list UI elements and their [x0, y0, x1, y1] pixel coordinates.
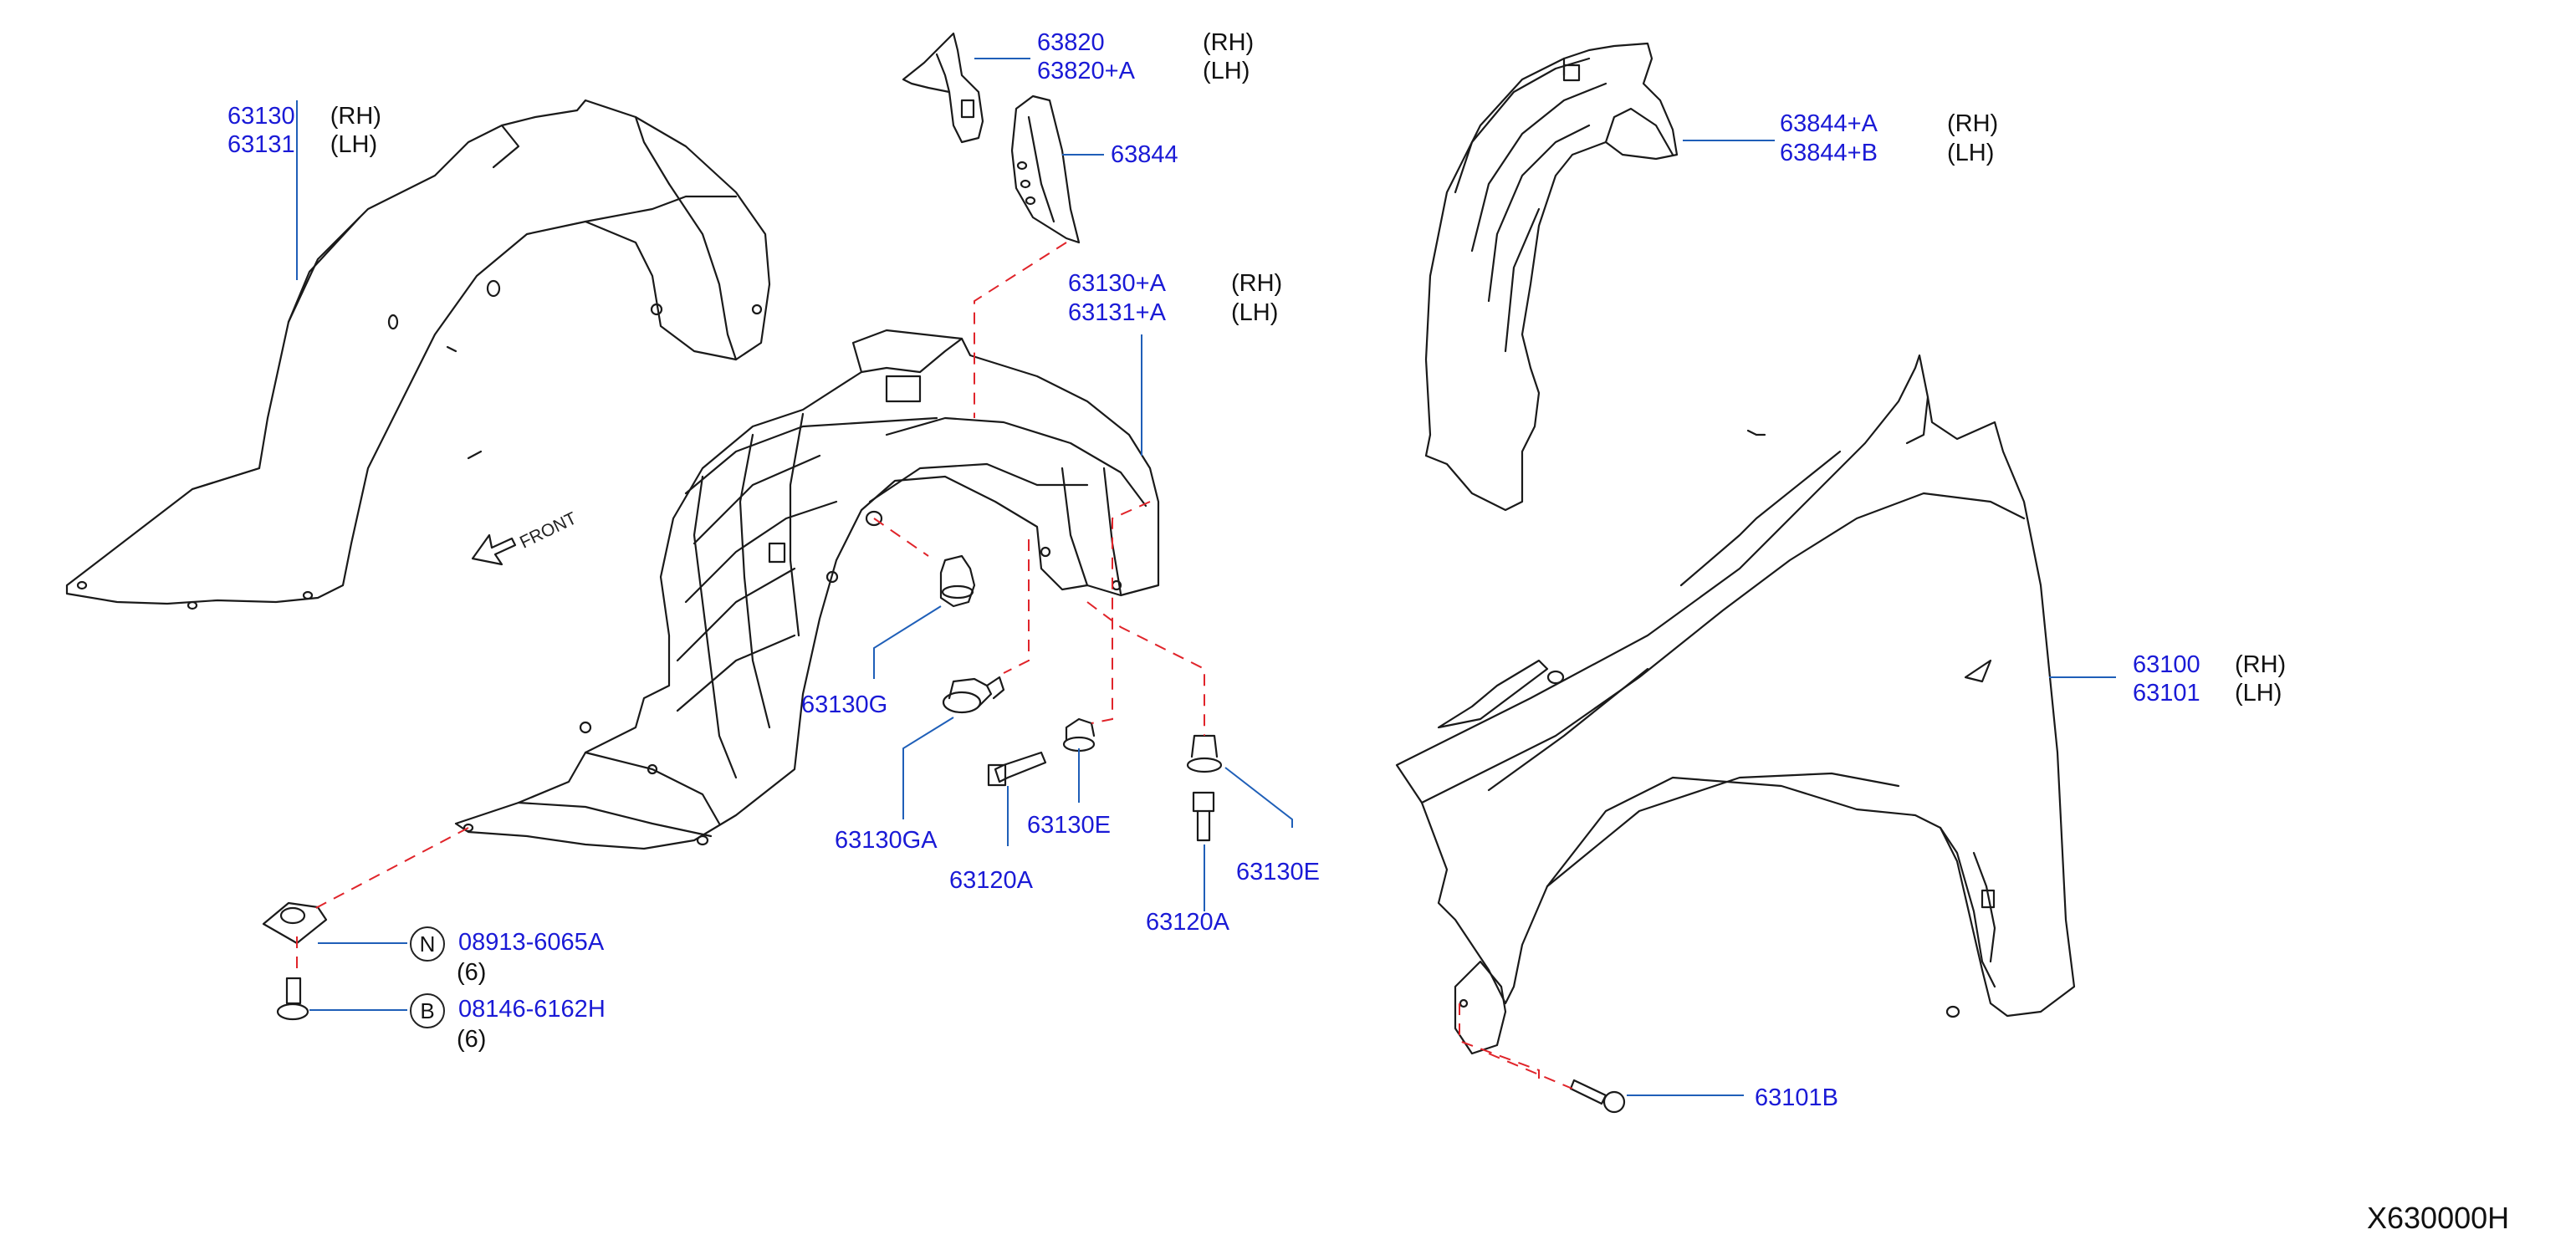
side-label-63131a: (LH)	[1231, 299, 1279, 326]
callout-63100: 63100	[2133, 651, 2200, 679]
part-number: 63130+A	[1068, 270, 1166, 297]
part-number: 63844+B	[1780, 140, 1878, 166]
badge-n-icon: N	[410, 926, 445, 962]
screw-63120a-right	[1192, 791, 1215, 842]
part-number: 63820+A	[1037, 58, 1135, 84]
callout-63820a: 63820+A	[1037, 57, 1135, 85]
phantom-lines	[296, 242, 1573, 1089]
fastener-qty-b: (6)	[457, 1026, 487, 1053]
side-label-63101: (LH)	[2235, 680, 2282, 707]
callout-63120a-right: 63120A	[1146, 908, 1229, 936]
fender-liner-center	[454, 329, 1160, 850]
callout-63130ga: 63130GA	[835, 826, 938, 855]
part-number: 63120A	[1146, 909, 1229, 936]
side-label-63820: (RH)	[1203, 29, 1255, 56]
fastener-qty-n: (6)	[457, 959, 487, 986]
part-number: 63101	[2133, 680, 2200, 707]
clip-63130e-right	[1186, 734, 1223, 773]
part-number: 63130G	[801, 691, 888, 718]
clip-nut-n	[262, 901, 328, 945]
callout-63130a: 63130+A	[1068, 269, 1166, 298]
callout-63131a: 63131+A	[1068, 298, 1166, 327]
diagram-reference: X630000H	[2367, 1201, 2510, 1235]
callout-63844a: 63844+A	[1780, 110, 1878, 138]
part-number: 63130GA	[835, 827, 938, 854]
bracket-63820	[902, 32, 984, 144]
fender-protector-right	[1424, 42, 1679, 512]
part-number: 63120A	[949, 867, 1033, 894]
side-label-63130a: (RH)	[1231, 270, 1283, 297]
callout-63130: 63130 (RH)	[227, 102, 381, 130]
seal-63844	[1010, 94, 1081, 244]
side-label-63844a: (RH)	[1947, 110, 1999, 137]
fastener-part-number-b: 08146-6162H	[458, 996, 606, 1023]
part-number: 63130E	[1236, 859, 1320, 885]
callout-63120a-left: 63120A	[949, 866, 1033, 895]
clip-63130g	[939, 554, 976, 608]
callout-63130e-right: 63130E	[1236, 858, 1320, 886]
front-arrow	[471, 533, 517, 566]
part-number: 63130	[227, 103, 295, 130]
front-fender	[1395, 354, 2076, 1055]
callout-63101: 63101	[2133, 679, 2200, 707]
callout-63131: 63131 (LH)	[227, 130, 377, 159]
part-number: 63100	[2133, 651, 2200, 678]
clip-63130e-left	[1062, 717, 1096, 753]
part-number: 63130E	[1027, 812, 1111, 839]
callout-63101b: 63101B	[1755, 1084, 1838, 1112]
badge-b-icon: B	[410, 993, 445, 1028]
screw-63120a-left	[987, 751, 1047, 787]
callout-63844b: 63844+B	[1780, 139, 1878, 167]
clip-63130ga	[942, 676, 1005, 714]
side-label-63100: (RH)	[2235, 651, 2287, 678]
part-number: 63844+A	[1780, 110, 1878, 137]
callout-63130e-left: 63130E	[1027, 811, 1111, 839]
side-label: (RH)	[330, 103, 381, 130]
side-label: (LH)	[330, 131, 378, 158]
part-number: 63820	[1037, 29, 1105, 56]
part-number: 63131+A	[1068, 299, 1166, 326]
callout-63820: 63820	[1037, 28, 1105, 57]
part-number: 63131	[227, 131, 295, 158]
part-number: 63844	[1111, 141, 1178, 168]
fender-liner-left	[65, 99, 771, 610]
bolt-63101b	[1569, 1079, 1626, 1114]
leader-lines	[296, 58, 2116, 1096]
fastener-part-number-n: 08913-6065A	[458, 929, 605, 956]
side-label-63820a: (LH)	[1203, 58, 1250, 84]
side-label-63844b: (LH)	[1947, 140, 1995, 166]
part-number: 63101B	[1755, 1084, 1838, 1111]
bolt-b	[276, 977, 309, 1021]
callout-63844: 63844	[1111, 140, 1178, 169]
callout-63130g: 63130G	[801, 691, 887, 719]
